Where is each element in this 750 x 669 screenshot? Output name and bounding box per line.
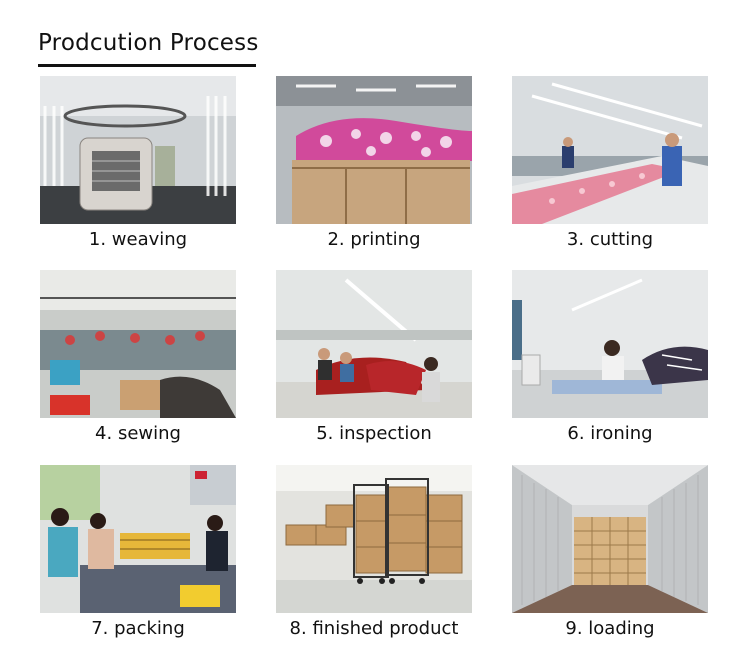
step-caption: 8. finished product xyxy=(289,618,459,639)
step-caption: 3. cutting xyxy=(566,229,654,250)
page-title: Prodcution Process xyxy=(38,30,259,56)
step-caption: 2. printing xyxy=(327,229,421,250)
printing-photo xyxy=(276,76,472,224)
sewing-photo xyxy=(40,270,236,418)
step-caption: 6. ironing xyxy=(567,423,653,444)
weaving-photo xyxy=(40,76,236,224)
step-caption: 9. loading xyxy=(565,618,655,639)
loading-photo xyxy=(512,465,708,613)
title-underline xyxy=(38,64,256,67)
inspection-photo xyxy=(276,270,472,418)
step-caption: 1. weaving xyxy=(88,229,188,250)
ironing-photo xyxy=(512,270,708,418)
step-caption: 5. inspection xyxy=(316,423,432,444)
finished-product-photo xyxy=(276,465,472,613)
step-caption: 7. packing xyxy=(91,618,185,639)
step-caption: 4. sewing xyxy=(95,423,181,444)
cutting-photo xyxy=(512,76,708,224)
packing-photo xyxy=(40,465,236,613)
